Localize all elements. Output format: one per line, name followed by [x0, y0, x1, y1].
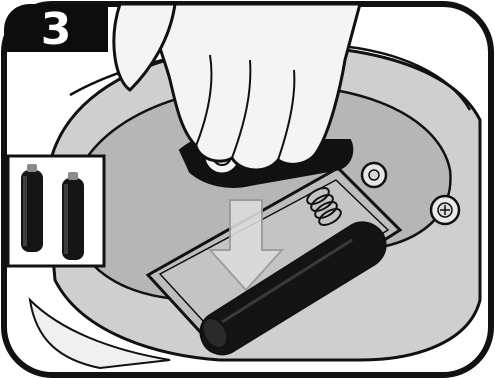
- step-number-badge: 3: [4, 4, 108, 55]
- step-number: 3: [41, 4, 72, 55]
- aa-batteries-icon: [8, 156, 104, 266]
- contact-screw-icon: [362, 163, 386, 187]
- screw-icon: [431, 196, 459, 224]
